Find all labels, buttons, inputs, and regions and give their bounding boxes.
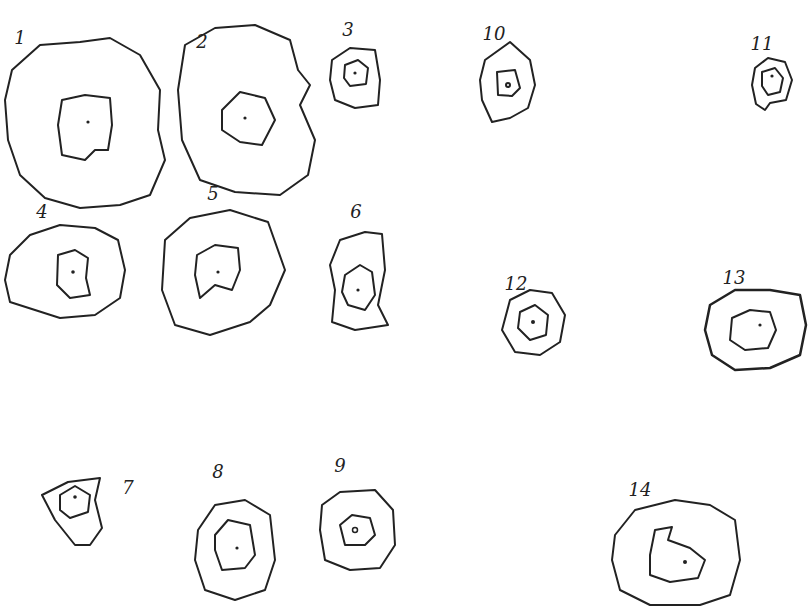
figure-number: 4 bbox=[36, 203, 47, 221]
figure-3 bbox=[330, 48, 380, 108]
figure-number: 12 bbox=[505, 275, 528, 293]
figure-number: 11 bbox=[751, 35, 774, 53]
figure-4 bbox=[5, 225, 125, 318]
figure-14 bbox=[612, 500, 740, 605]
figure-number: 7 bbox=[122, 479, 133, 497]
figure-13 bbox=[705, 290, 806, 370]
figure-9 bbox=[320, 490, 395, 570]
figure-number: 10 bbox=[483, 25, 506, 43]
figure-number: 5 bbox=[207, 185, 218, 203]
figure-10 bbox=[480, 42, 535, 122]
figure-number: 2 bbox=[196, 33, 207, 51]
figure-number: 8 bbox=[212, 463, 223, 481]
figure-number: 14 bbox=[629, 481, 652, 499]
figure-number: 9 bbox=[334, 457, 345, 475]
figure-number: 3 bbox=[342, 21, 353, 39]
figure-number: 1 bbox=[14, 29, 25, 47]
figure-1 bbox=[5, 38, 165, 208]
figure-5 bbox=[162, 210, 285, 335]
figure-number: 6 bbox=[350, 203, 361, 221]
figure-6 bbox=[330, 232, 388, 330]
figure-number: 13 bbox=[723, 269, 746, 287]
figure-12 bbox=[502, 290, 565, 355]
figure-2 bbox=[178, 25, 315, 195]
figure-11 bbox=[752, 58, 792, 110]
figure-7 bbox=[42, 478, 102, 545]
figure-8 bbox=[195, 500, 275, 600]
